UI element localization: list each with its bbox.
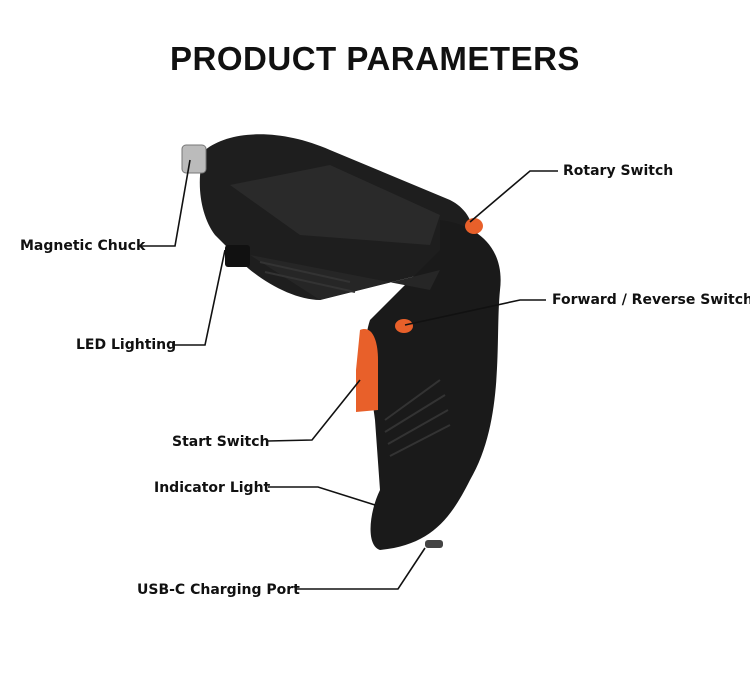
page-title: PRODUCT PARAMETERS <box>170 40 580 77</box>
rotary-switch <box>465 218 483 234</box>
magnetic-chuck-leader <box>140 159 191 247</box>
label-forward-reverse-switch: Forward / Reverse Switch <box>552 292 750 308</box>
indicator-light-leader <box>268 486 376 506</box>
usb-c-leader <box>296 547 426 590</box>
forward-reverse-button <box>395 319 413 333</box>
led-lighting-leader <box>172 249 226 346</box>
magnetic-chuck <box>181 144 207 174</box>
label-start-switch: Start Switch <box>172 434 270 450</box>
label-indicator-light: Indicator Light <box>154 480 271 496</box>
label-rotary-switch: Rotary Switch <box>563 163 674 179</box>
start-switch-leader <box>267 379 361 442</box>
label-magnetic-chuck: Magnetic Chuck <box>20 238 146 254</box>
start-switch-trigger <box>356 329 378 412</box>
label-usb-c-charging-port: USB-C Charging Port <box>137 582 300 598</box>
rotary-switch-leader <box>469 170 558 223</box>
forward-reverse-leader <box>404 299 546 326</box>
label-led-lighting: LED Lighting <box>76 337 177 353</box>
